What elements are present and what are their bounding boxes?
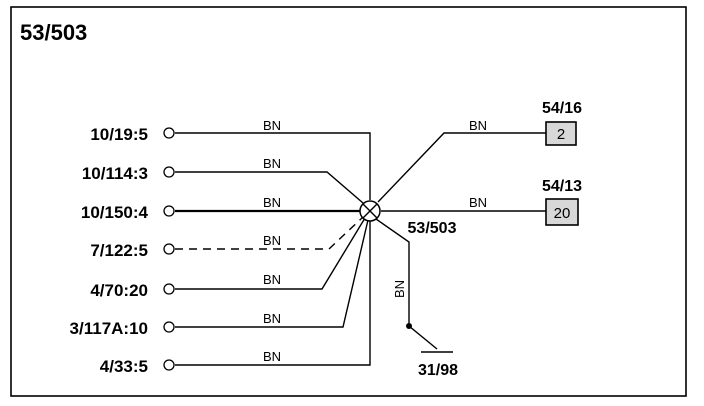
wire-color-label: BN	[263, 233, 281, 248]
connector-label: 4/70:20	[90, 281, 148, 300]
connector-label: 4/33:5	[100, 357, 148, 376]
connector-label: 10/150:4	[81, 203, 149, 222]
wire-color-label: BN	[263, 272, 281, 287]
left-connector-5: 3/117A:10 BN	[70, 219, 369, 338]
wire-color-label: BN	[263, 156, 281, 171]
connector-label: 3/117A:10	[70, 319, 148, 338]
right-connector-0: BN 54/16 2	[377, 100, 582, 203]
wire-path	[175, 219, 369, 328]
terminal-circle	[163, 321, 175, 333]
ground-label: 31/98	[418, 362, 458, 379]
connector-pin: 2	[557, 126, 565, 143]
wire-path	[175, 221, 371, 366]
left-connector-0: 10/19:5 BN	[90, 118, 371, 200]
wire-color-label: BN	[263, 195, 281, 210]
connector-box	[545, 198, 579, 226]
wire-color-label: BN	[263, 311, 281, 326]
ground-branch: BN 31/98	[375, 218, 458, 379]
wire-color-label: BN	[263, 118, 281, 133]
splice-node: 53/503	[359, 200, 457, 237]
terminal-circle	[163, 205, 175, 217]
left-connector-4: 4/70:20 BN	[90, 217, 366, 300]
connector-label: 54/13	[542, 178, 582, 195]
wire-path	[377, 132, 546, 203]
left-connector-1: 10/114:3 BN	[82, 156, 364, 204]
wire-path	[175, 217, 366, 290]
terminal-circle	[163, 359, 175, 371]
connector-box	[545, 121, 577, 146]
diagram-title: 53/503	[20, 20, 87, 45]
connector-label: 10/19:5	[90, 125, 148, 144]
terminal-circle	[163, 127, 175, 139]
ground-wire-color-label: BN	[392, 280, 407, 298]
connector-label: 54/16	[542, 100, 582, 117]
junction-dot	[406, 323, 412, 329]
connector-pin: 20	[554, 205, 571, 222]
splice-cross-line	[362, 203, 378, 219]
terminal-circle	[163, 283, 175, 295]
right-connector-1: BN 54/13 20	[381, 178, 582, 226]
connector-label: 7/122:5	[90, 241, 148, 260]
connector-label: 10/114:3	[82, 164, 148, 183]
terminal-circle	[163, 243, 175, 255]
terminal-circle	[163, 166, 175, 178]
dashed-wire-path	[175, 216, 364, 250]
wire-color-label: BN	[263, 349, 281, 364]
wire-color-label: BN	[469, 118, 487, 133]
ground-wire	[375, 218, 438, 350]
wire-path	[175, 171, 364, 204]
wire-color-label: BN	[469, 195, 487, 210]
wire-path	[175, 132, 371, 200]
splice-label: 53/503	[408, 220, 457, 237]
left-connector-6: 4/33:5 BN	[100, 221, 371, 376]
left-connector-2: 10/150:4 BN	[81, 195, 360, 222]
left-connector-3: 7/122:5 BN	[90, 216, 364, 260]
